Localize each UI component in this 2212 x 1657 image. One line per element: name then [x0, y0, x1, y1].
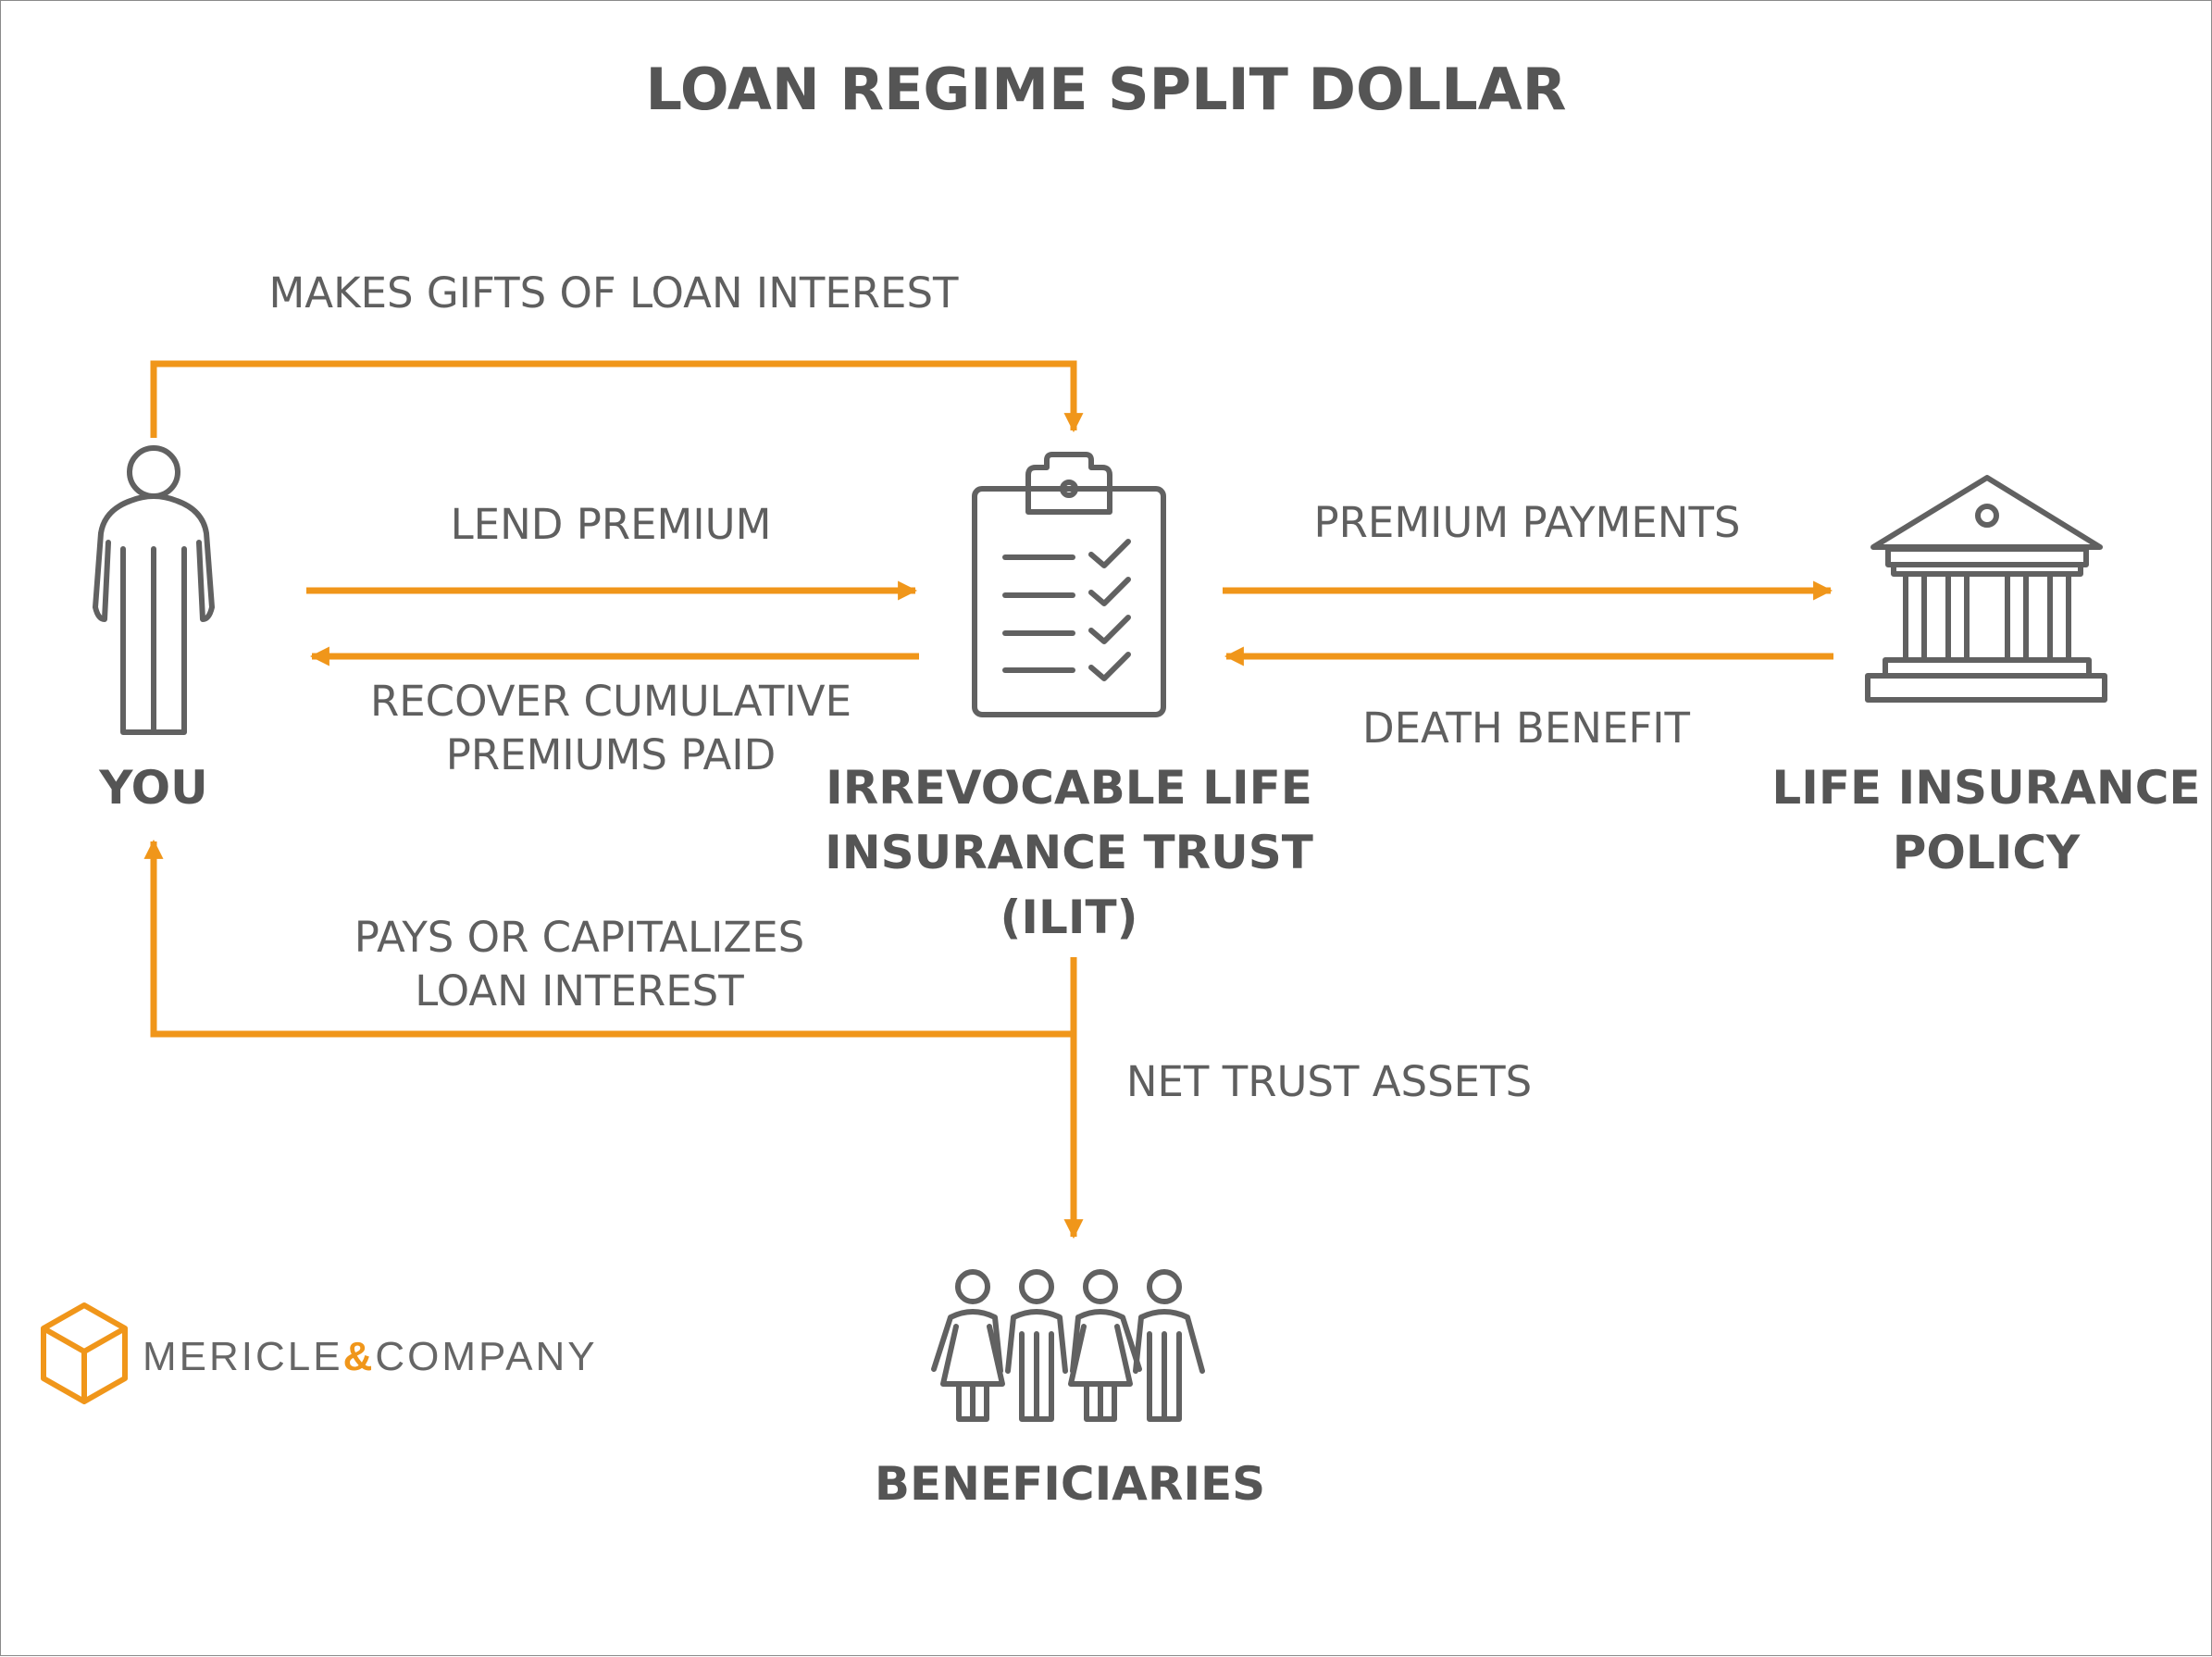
node-label-ilit-line-1: IRREVOCABLE LIFE — [826, 761, 1312, 815]
brand-name-right: COMPANY — [375, 1334, 598, 1379]
edge-label-recover-line-1: RECOVER CUMULATIVE — [369, 677, 852, 726]
brand-ampersand: & — [342, 1334, 376, 1379]
edge-label-gifts: MAKES GIFTS OF LOAN INTEREST — [268, 268, 959, 318]
node-label-ilit: IRREVOCABLE LIFE INSURANCE TRUST (ILIT) — [825, 755, 1313, 950]
node-label-you: YOU — [99, 761, 208, 815]
node-label-beneficiaries: BENEFICIARIES — [874, 1457, 1266, 1511]
edge-label-premium-payments: PREMIUM PAYMENTS — [1313, 498, 1741, 547]
node-label-policy-line-1: LIFE INSURANCE — [1771, 761, 2201, 815]
node-label-policy: LIFE INSURANCE POLICY — [1771, 755, 2200, 885]
person-icon — [93, 445, 215, 735]
clipboard-checklist-icon — [972, 452, 1166, 717]
edge-label-lend-premium: LEND PREMIUM — [450, 500, 772, 549]
arrow-gifts-of-loan-interest — [150, 360, 1084, 438]
node-label-policy-line-2: POLICY — [1892, 826, 2081, 879]
node-label-ilit-line-2: INSURANCE TRUST — [825, 826, 1313, 879]
edge-label-net-trust-assets: NET TRUST ASSETS — [1125, 1057, 1533, 1106]
brand-name-left: MERICLE — [143, 1334, 343, 1379]
bank-building-icon — [1865, 475, 2107, 703]
brand-logo-text: MERICLE&COMPANY — [143, 1331, 598, 1383]
hexagon-cube-icon — [41, 1302, 128, 1404]
edge-label-recover-line-2: PREMIUMS PAID — [445, 730, 777, 779]
group-people-icon — [931, 1269, 1205, 1422]
edge-label-interest-line-2: LOAN INTEREST — [415, 966, 744, 1015]
arrow-pays-or-capitalizes-interest — [143, 839, 1077, 1038]
node-label-ilit-line-3: (ILIT) — [1000, 891, 1138, 944]
page-title: LOAN REGIME SPLIT DOLLAR — [645, 56, 1567, 123]
edge-label-interest-line-1: PAYS OR CAPITALIZES — [354, 913, 805, 962]
edge-label-death-benefit: DEATH BENEFIT — [1361, 704, 1691, 753]
edge-label-interest: PAYS OR CAPITALIZES LOAN INTEREST — [354, 911, 804, 1018]
edge-label-recover: RECOVER CUMULATIVE PREMIUMS PAID — [370, 675, 851, 782]
